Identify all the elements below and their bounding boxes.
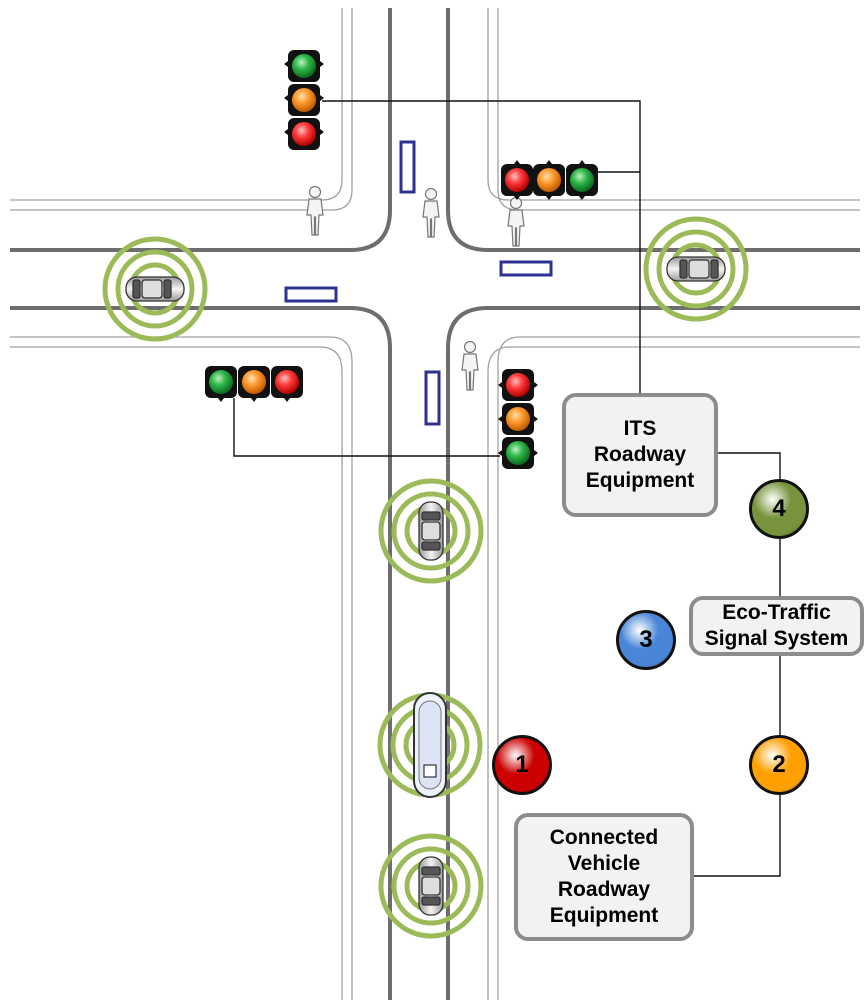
number-badge-3: 3	[616, 610, 676, 670]
bus-icon	[413, 692, 447, 798]
its-roadway-equipment-box: ITS Roadway Equipment	[562, 393, 718, 517]
number-badge-4: 4	[749, 479, 809, 539]
stop-bar-south	[424, 370, 441, 426]
traffic-signals	[205, 50, 598, 469]
stop-bars	[284, 140, 553, 426]
its-box-line: ITS	[623, 417, 657, 440]
pedestrian-icon	[422, 187, 440, 238]
its-box-line: Roadway	[593, 443, 687, 466]
stop-bar-north	[399, 140, 416, 194]
car-icon	[125, 276, 185, 302]
cv-box-line: Equipment	[549, 904, 659, 927]
traffic-signal-icon	[501, 160, 598, 200]
vehicles	[125, 256, 726, 916]
car-icon	[418, 501, 444, 561]
badge-number: 4	[772, 495, 786, 522]
traffic-signal-icon	[284, 50, 324, 150]
eco-traffic-signal-system-box: Eco-Traffic Signal System	[689, 596, 864, 656]
road-edges	[10, 8, 860, 1000]
pedestrians	[306, 185, 525, 391]
car-icon	[666, 256, 726, 282]
number-badge-1: 1	[492, 735, 552, 795]
traffic-signal-icon	[498, 369, 538, 469]
pedestrian-icon	[306, 185, 324, 236]
stop-bar-west	[284, 286, 338, 303]
connector-lines	[233, 100, 781, 877]
car-icon	[418, 856, 444, 916]
connected-vehicle-roadway-equipment-box: Connected Vehicle Roadway Equipment	[514, 813, 694, 941]
wireless-signal-icon	[378, 833, 484, 939]
cv-box-line: Vehicle	[567, 852, 641, 875]
eco-box-line: Signal System	[704, 627, 849, 650]
pedestrian-icon	[507, 196, 525, 247]
stop-bar-east	[499, 260, 553, 277]
badge-number: 3	[639, 626, 653, 653]
pedestrian-icon	[461, 340, 479, 391]
number-badge-2: 2	[749, 735, 809, 795]
lane-lines	[10, 8, 860, 1000]
its-box-line: Equipment	[585, 469, 695, 492]
badge-number: 1	[515, 751, 529, 778]
cv-box-line: Connected	[549, 826, 659, 849]
eco-box-line: Eco-Traffic	[722, 601, 831, 624]
badge-number: 2	[772, 751, 786, 778]
cv-box-line: Roadway	[557, 878, 651, 901]
traffic-signal-icon	[205, 366, 303, 402]
